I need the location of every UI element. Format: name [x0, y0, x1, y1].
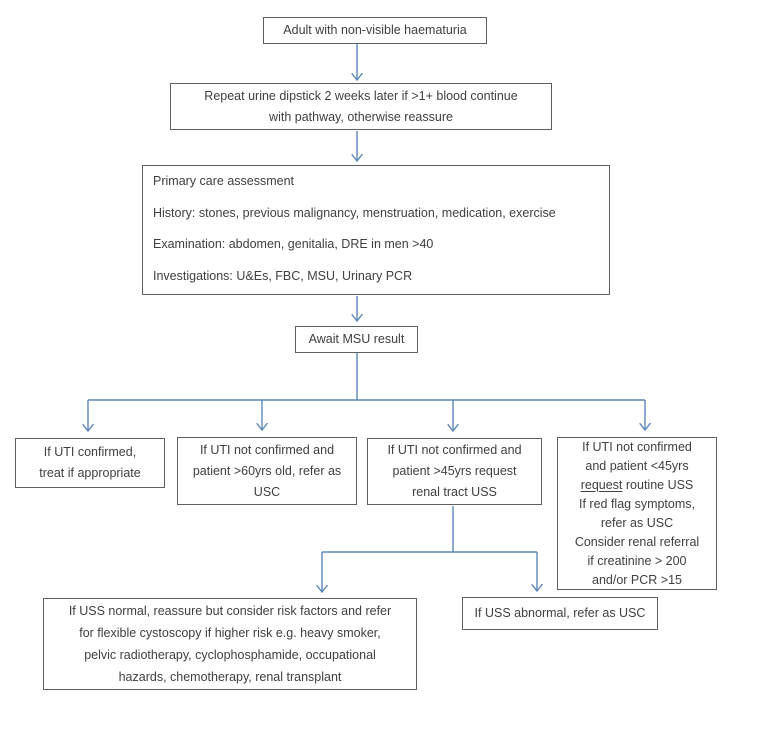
node-uti-not-confirmed-under45: If UTI not confirmed and patient <45yrs …	[557, 437, 717, 590]
uti-confirmed-line: If UTI confirmed,	[43, 445, 137, 459]
node-start-text: Adult with non-visible haematuria	[283, 23, 467, 37]
uss-normal-line: If USS normal, reassure but consider ris…	[68, 604, 392, 618]
node-repeat-line: Repeat urine dipstick 2 weeks later if >…	[204, 88, 518, 103]
node-repeat-line: with pathway, otherwise reassure	[269, 109, 453, 124]
primary-care-investigations: Investigations: U&Es, FBC, MSU, Urinary …	[153, 268, 413, 283]
node-uss-normal: If USS normal, reassure but consider ris…	[43, 598, 417, 690]
node-uss-abnormal: If USS abnormal, refer as USC	[462, 597, 658, 630]
node-await-text: Await MSU result	[308, 332, 405, 346]
node-repeat-dipstick: Repeat urine dipstick 2 weeks later if >…	[170, 83, 552, 130]
node-uti-not-confirmed-over45: If UTI not confirmed and patient >45yrs …	[367, 438, 542, 505]
primary-care-history: History: stones, previous malignancy, me…	[153, 205, 556, 220]
primary-care-heading: Primary care assessment	[153, 174, 295, 188]
uss-normal-line: hazards, chemotherapy, renal transplant	[118, 670, 342, 684]
node-uti-not-confirmed-over60: If UTI not confirmed and patient >60yrs …	[177, 437, 357, 505]
under-45-line: and/or PCR >15	[592, 572, 682, 587]
node-start: Adult with non-visible haematuria	[263, 17, 487, 44]
refer-60-line: patient >60yrs old, refer as	[192, 463, 342, 478]
uti-confirmed-line: treat if appropriate	[39, 466, 141, 480]
request-45-line: patient >45yrs request	[392, 464, 517, 478]
request-45-line: renal tract USS	[412, 485, 497, 499]
under-45-line: refer as USC	[600, 515, 674, 530]
under-45-line: If red flag symptoms,	[578, 496, 695, 511]
refer-60-line: If UTI not confirmed and	[199, 442, 335, 457]
node-uti-confirmed: If UTI confirmed, treat if appropriate	[15, 438, 165, 488]
under-45-line: and patient <45yrs	[585, 458, 689, 473]
under-45-line: Consider renal referral	[574, 534, 700, 549]
under-45-line: if creatinine > 200	[587, 553, 687, 568]
node-await-msu-result: Await MSU result	[295, 326, 418, 353]
uss-normal-line: for flexible cystoscopy if higher risk e…	[79, 626, 381, 640]
node-primary-care-assessment: Primary care assessment History: stones,…	[142, 165, 610, 295]
request-45-line: If UTI not confirmed and	[387, 443, 522, 457]
under-45-underlined-word: request	[580, 477, 623, 492]
under-45-request-line: request routine USS	[581, 476, 694, 495]
uss-abnormal-text: If USS abnormal, refer as USC	[474, 606, 646, 620]
under-45-line: If UTI not confirmed	[582, 439, 692, 454]
refer-60-line: USC	[253, 484, 281, 499]
uss-normal-line: pelvic radiotherapy, cyclophosphamide, o…	[84, 648, 376, 662]
primary-care-examination: Examination: abdomen, genitalia, DRE in …	[153, 237, 434, 252]
under-45-request-rest: routine USS	[622, 477, 694, 492]
